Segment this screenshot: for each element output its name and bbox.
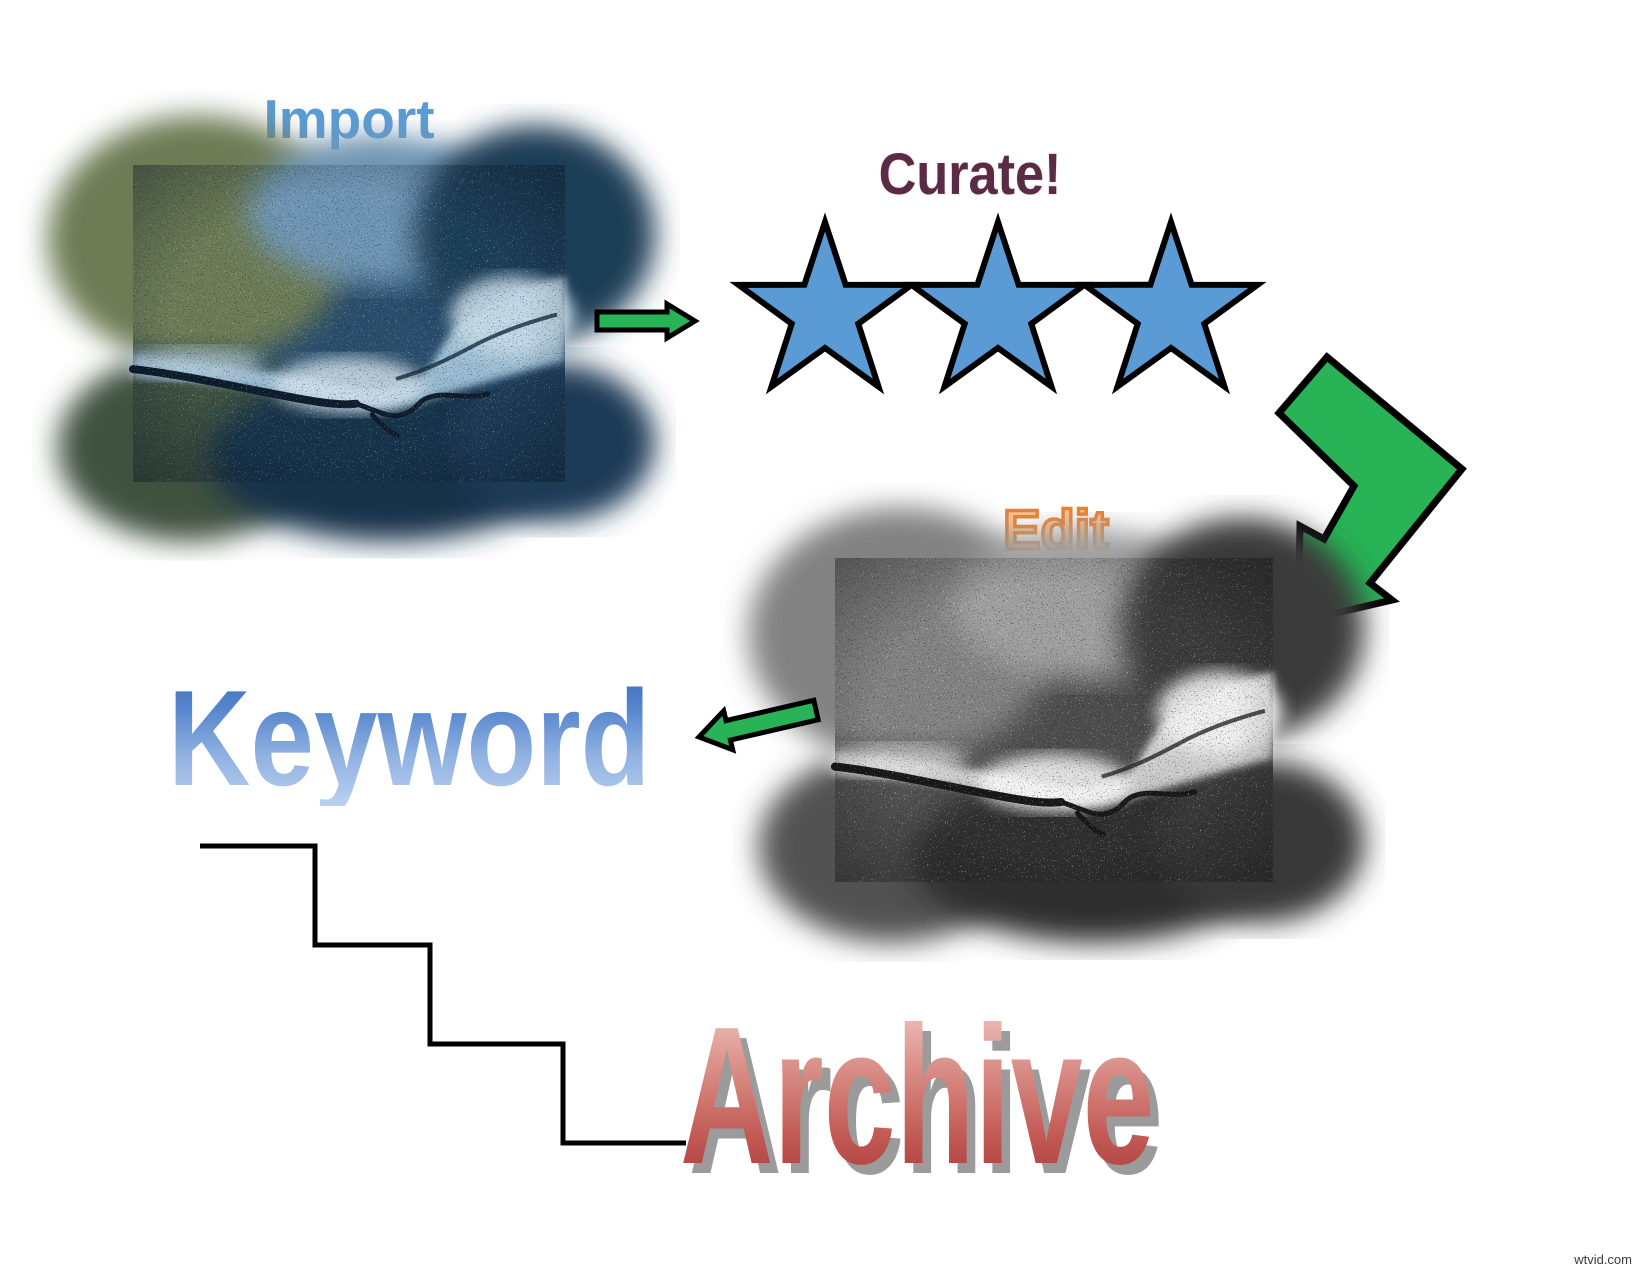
arrow-right-icon <box>594 299 700 343</box>
archive-label-shadow: Archive <box>689 1008 1164 1204</box>
archive-label: Archive <box>680 986 1155 1205</box>
import-photo <box>133 165 565 482</box>
keyword-step: Keyword <box>168 670 650 806</box>
star-icon <box>1085 222 1258 387</box>
keyword-label: Keyword <box>168 662 651 814</box>
archive-step: Archive Archive <box>680 986 1163 1205</box>
curate-label: Curate! <box>878 142 1062 207</box>
watermark: wtvid.com <box>1574 1252 1632 1267</box>
rating-stars <box>730 215 1270 400</box>
staircase-connector <box>200 843 686 1146</box>
edit-photo <box>835 558 1273 882</box>
star-icon <box>912 222 1085 387</box>
star-icon <box>739 222 912 387</box>
arrow-left-icon <box>694 697 822 754</box>
